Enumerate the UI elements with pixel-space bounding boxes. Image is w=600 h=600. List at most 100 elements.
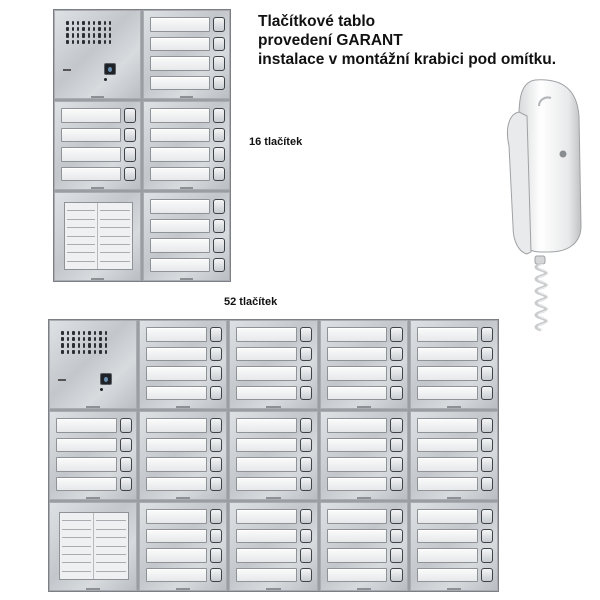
directory-column	[98, 203, 132, 270]
call-button[interactable]	[480, 476, 493, 492]
call-button[interactable]	[123, 127, 136, 143]
call-button[interactable]	[212, 75, 225, 91]
call-button[interactable]	[209, 327, 223, 342]
call-button[interactable]	[119, 437, 132, 453]
call-button[interactable]	[119, 418, 132, 433]
call-button[interactable]	[209, 457, 223, 472]
name-plate	[56, 476, 117, 492]
call-button[interactable]	[480, 346, 493, 362]
call-button[interactable]	[300, 528, 313, 544]
name-plate	[416, 567, 478, 583]
call-button[interactable]	[209, 437, 223, 453]
name-plate	[416, 509, 478, 524]
name-plate	[416, 385, 478, 401]
call-button[interactable]	[300, 509, 313, 524]
call-button[interactable]	[212, 108, 225, 123]
call-button[interactable]	[209, 567, 223, 583]
call-button[interactable]	[480, 528, 493, 544]
name-plate	[326, 528, 388, 544]
call-button[interactable]	[390, 528, 403, 544]
button-row	[149, 147, 225, 162]
call-button[interactable]	[390, 418, 403, 433]
call-button[interactable]	[390, 476, 403, 492]
call-button[interactable]	[212, 127, 225, 143]
call-button[interactable]	[209, 385, 223, 401]
call-button[interactable]	[212, 36, 225, 52]
call-button[interactable]	[480, 327, 493, 342]
call-button[interactable]	[300, 476, 313, 492]
call-button[interactable]	[209, 509, 223, 524]
call-button[interactable]	[123, 166, 136, 182]
call-button[interactable]	[300, 437, 313, 453]
call-button[interactable]	[300, 567, 313, 583]
button-row	[60, 127, 136, 143]
name-plate	[326, 327, 388, 342]
name-plate	[146, 476, 207, 492]
button-row	[149, 36, 225, 52]
call-button[interactable]	[390, 509, 403, 524]
call-button[interactable]	[300, 385, 313, 401]
name-plate	[416, 528, 478, 544]
call-button[interactable]	[123, 147, 136, 162]
buttons-module	[229, 411, 318, 500]
call-button[interactable]	[209, 418, 223, 433]
name-plate	[149, 75, 210, 91]
call-button[interactable]	[212, 199, 225, 214]
name-plate	[146, 346, 207, 362]
call-button[interactable]	[390, 346, 403, 362]
call-button[interactable]	[300, 457, 313, 472]
call-button[interactable]	[212, 147, 225, 162]
call-button[interactable]	[390, 385, 403, 401]
call-button[interactable]	[390, 567, 403, 583]
call-button[interactable]	[390, 327, 403, 342]
call-button[interactable]	[212, 56, 225, 71]
buttons-module	[319, 411, 408, 500]
call-button[interactable]	[300, 548, 313, 563]
call-button[interactable]	[212, 238, 225, 253]
button-row	[146, 476, 223, 492]
call-button[interactable]	[480, 567, 493, 583]
button-row	[416, 476, 493, 492]
call-button[interactable]	[300, 418, 313, 433]
buttons-module	[409, 502, 498, 591]
call-button[interactable]	[480, 366, 493, 381]
call-button[interactable]	[209, 476, 223, 492]
name-plate	[236, 366, 298, 381]
name-plate	[149, 218, 210, 234]
call-button[interactable]	[212, 17, 225, 32]
call-button[interactable]	[390, 548, 403, 563]
call-button[interactable]	[480, 418, 493, 433]
button-rows	[326, 509, 403, 583]
call-button[interactable]	[300, 346, 313, 362]
directory-column	[94, 513, 128, 580]
microphone-icon	[100, 387, 104, 391]
call-button[interactable]	[209, 366, 223, 381]
button-row	[236, 346, 313, 362]
call-button[interactable]	[480, 457, 493, 472]
name-plate	[326, 567, 388, 583]
call-button[interactable]	[480, 385, 493, 401]
call-button[interactable]	[119, 476, 132, 492]
call-button[interactable]	[123, 108, 136, 123]
call-button[interactable]	[209, 346, 223, 362]
call-button[interactable]	[300, 366, 313, 381]
call-button[interactable]	[480, 548, 493, 563]
name-plate	[416, 327, 478, 342]
button-rows	[416, 509, 493, 583]
call-button[interactable]	[212, 218, 225, 234]
heading-line-1: Tlačítkové tablo	[258, 13, 376, 30]
call-button[interactable]	[212, 257, 225, 273]
name-plate	[326, 437, 388, 453]
call-button[interactable]	[480, 509, 493, 524]
call-button[interactable]	[480, 437, 493, 453]
call-button[interactable]	[300, 327, 313, 342]
call-button[interactable]	[390, 437, 403, 453]
call-button[interactable]	[119, 457, 132, 472]
call-button[interactable]	[212, 166, 225, 182]
button-row	[416, 366, 493, 381]
call-button[interactable]	[209, 528, 223, 544]
call-button[interactable]	[209, 548, 223, 563]
call-button[interactable]	[390, 366, 403, 381]
call-button[interactable]	[390, 457, 403, 472]
button-row	[149, 108, 225, 123]
